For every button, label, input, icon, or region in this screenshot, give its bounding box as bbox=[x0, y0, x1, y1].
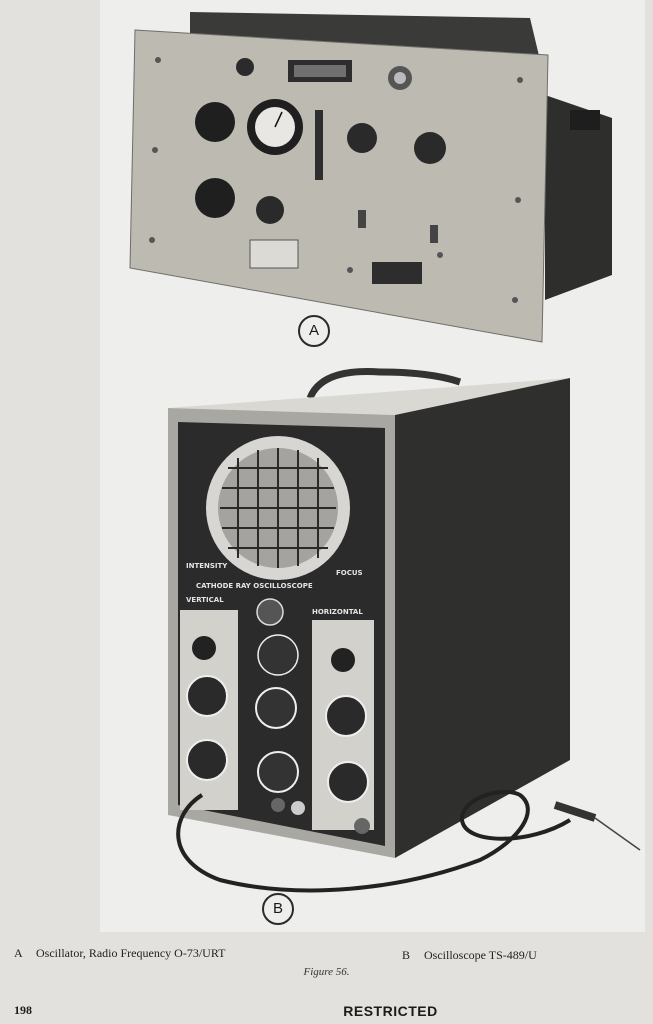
equipment-photo: INTENSITY FOCUS CATHODE RAY OSCILLOSCOPE… bbox=[129, 12, 641, 893]
label-b: B bbox=[262, 893, 294, 925]
horizontal-label: HORIZONTAL bbox=[312, 608, 363, 616]
figure-number: Figure 56. bbox=[303, 966, 350, 978]
oscillator-unit bbox=[129, 12, 612, 343]
photo-plate: INTENSITY FOCUS CATHODE RAY OSCILLOSCOPE… bbox=[100, 0, 645, 932]
vertical-label: VERTICAL bbox=[186, 596, 224, 604]
scope-title-label: CATHODE RAY OSCILLOSCOPE bbox=[196, 582, 313, 590]
oscilloscope-unit: INTENSITY FOCUS CATHODE RAY OSCILLOSCOPE… bbox=[168, 368, 641, 893]
classification-marking: RESTRICTED bbox=[343, 1003, 438, 1019]
page-number: 198 bbox=[14, 1003, 32, 1017]
label-a: A bbox=[298, 315, 330, 347]
intensity-label: INTENSITY bbox=[186, 562, 228, 570]
caption-a-letter: A bbox=[14, 946, 23, 960]
caption-a-text: Oscillator, Radio Frequency O-73/URT bbox=[36, 946, 226, 960]
caption-b-text: Oscilloscope TS-489/U bbox=[424, 948, 537, 962]
focus-label: FOCUS bbox=[336, 569, 363, 577]
caption-b-letter: B bbox=[402, 948, 411, 962]
